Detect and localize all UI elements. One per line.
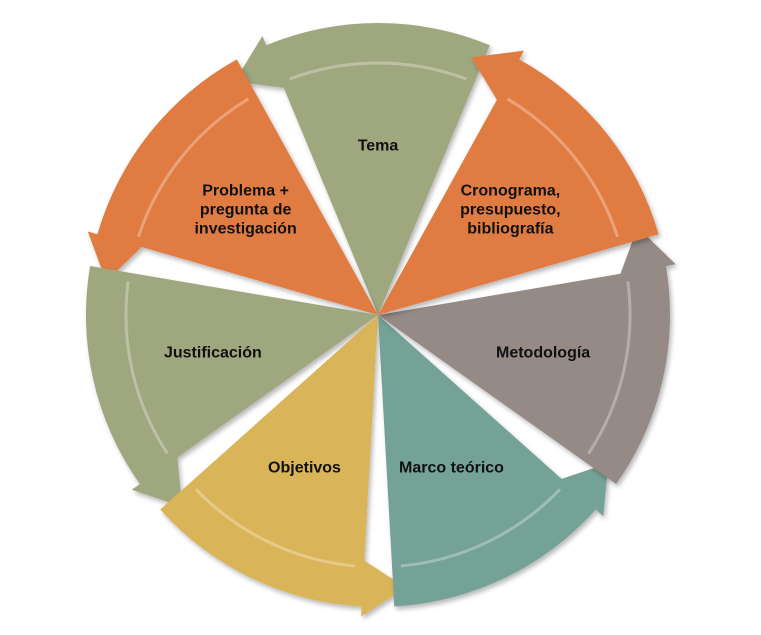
segment-wedge-4 (160, 315, 406, 617)
segment-rim-2 (136, 97, 250, 238)
segment-5 (378, 315, 609, 607)
segment-rim-5 (400, 488, 562, 568)
segment-wedge-1 (234, 23, 490, 316)
segment-label-line: Cronograma, (461, 182, 561, 199)
segment-label-line: Tema (358, 138, 399, 155)
segment-rim-7 (506, 97, 620, 238)
segment-wedge-3 (85, 266, 378, 507)
segment-label-line: bibliografía (467, 220, 553, 237)
segment-label-line: pregunta de (200, 201, 292, 218)
segment-7 (378, 50, 659, 315)
segment-wedge-2 (87, 59, 379, 316)
segment-label-7: Cronograma, presupuesto, bibliografía (460, 182, 560, 237)
segment-label-line: Justificación (164, 345, 262, 362)
segment-rim-6 (587, 281, 632, 455)
segment-label-2: Problema + pregunta de investigación (194, 182, 296, 237)
segment-rim-4 (194, 488, 356, 568)
segment-label-line: presupuesto, (460, 201, 560, 218)
segment-label-6: Metodología (496, 345, 590, 362)
segment-label-3: Justificación (164, 345, 262, 362)
segment-label-line: Problema + (202, 182, 289, 199)
segment-wedge-7 (378, 50, 659, 315)
segment-label-line: Metodología (496, 345, 590, 362)
segment-label-4: Objetivos (268, 460, 341, 477)
segment-wedge-5 (378, 315, 609, 607)
segment-wedge-6 (378, 227, 676, 485)
segment-3 (85, 266, 378, 507)
segment-rim-1 (289, 61, 467, 81)
segment-rim-3 (124, 281, 169, 455)
segment-label-line: Marco teórico (399, 460, 504, 477)
segment-6 (378, 227, 676, 485)
segment-2 (87, 59, 379, 316)
segment-label-1: Tema (358, 138, 399, 155)
segment-label-line: investigación (194, 220, 296, 237)
segment-label-line: Objetivos (268, 460, 341, 477)
segment-1 (234, 23, 490, 316)
segment-4 (160, 315, 406, 617)
segment-label-5: Marco teórico (399, 460, 504, 477)
